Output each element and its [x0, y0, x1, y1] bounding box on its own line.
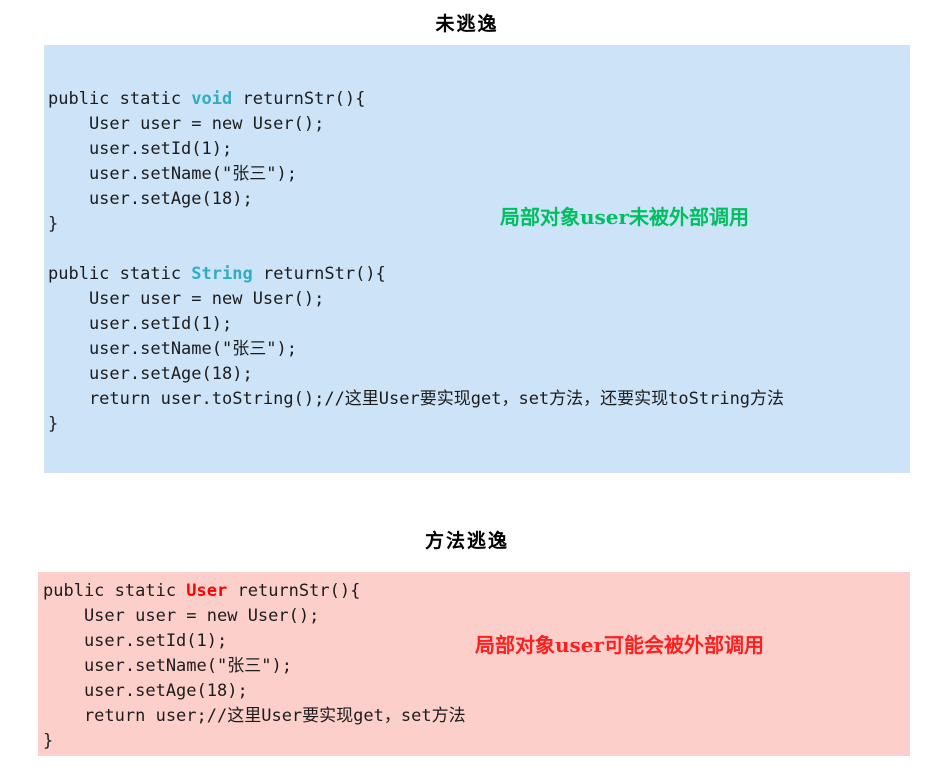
annotation-no-escape: 局部对象user未被外部调用: [500, 205, 750, 229]
code-keyword: String: [191, 264, 253, 284]
code-line: public static String returnStr(){: [48, 262, 910, 287]
code-line: return user;//这里User要实现get，set方法: [43, 704, 910, 729]
code-line: user.setAge(18);: [48, 362, 910, 387]
code-text: public static: [43, 581, 187, 601]
code-text: user.setId(1);: [43, 631, 228, 651]
code-line: }: [43, 729, 910, 754]
code-box-no-escape: public static void returnStr(){ User use…: [44, 45, 910, 473]
code-text: returnStr(){: [232, 89, 366, 109]
code-text: user.setId(1);: [48, 139, 233, 159]
code-text: returnStr(){: [252, 264, 386, 284]
code-text: user.setAge(18);: [43, 681, 248, 701]
annotation-method-escape: 局部对象user可能会被外部调用: [475, 633, 765, 657]
code-text: user.setAge(18);: [48, 189, 253, 209]
code-text: User user = new User();: [48, 289, 325, 309]
section-title-no-escape: 未逃逸: [435, 13, 499, 35]
code-line: [48, 237, 910, 262]
code-text: user.setName("张三");: [43, 656, 292, 676]
code-text: return user;//这里User要实现get，set方法: [43, 706, 466, 726]
code-text: user.setAge(18);: [48, 364, 253, 384]
code-text: }: [48, 414, 59, 434]
code-text: public static: [48, 264, 192, 284]
code-line: User user = new User();: [48, 287, 910, 312]
code-line: User user = new User();: [48, 112, 910, 137]
code-line: user.setId(1);: [48, 137, 910, 162]
code-keyword: User: [186, 581, 228, 601]
code-line: }: [48, 212, 910, 237]
code-line: public static User returnStr(){: [43, 579, 910, 604]
code-line: public static void returnStr(){: [48, 87, 910, 112]
code-text: public static: [48, 89, 192, 109]
code-text: user.setName("张三");: [48, 164, 297, 184]
code-line: User user = new User();: [43, 604, 910, 629]
code-line: user.setAge(18);: [48, 187, 910, 212]
code-text: User user = new User();: [48, 114, 325, 134]
code-line: }: [48, 412, 910, 437]
code-line: user.setId(1);: [48, 312, 910, 337]
code-line: user.setName("张三");: [43, 654, 910, 679]
code-text: user.setId(1);: [48, 314, 233, 334]
section-title-method-escape: 方法逃逸: [424, 530, 509, 552]
code-keyword: void: [191, 89, 233, 109]
code-text: }: [48, 214, 59, 234]
code-text: User user = new User();: [43, 606, 320, 626]
code-text: returnStr(){: [227, 581, 361, 601]
code-text: }: [43, 731, 54, 751]
code-box-method-escape: public static User returnStr(){ User use…: [38, 572, 910, 756]
code-line: user.setId(1);: [43, 629, 910, 654]
code-text: return user.toString();//这里User要实现get，se…: [48, 389, 785, 409]
code-line: user.setName("张三");: [48, 162, 910, 187]
code-text: user.setName("张三");: [48, 339, 297, 359]
code-line: user.setName("张三");: [48, 337, 910, 362]
code-line: user.setAge(18);: [43, 679, 910, 704]
code-line: return user.toString();//这里User要实现get，se…: [48, 387, 910, 412]
